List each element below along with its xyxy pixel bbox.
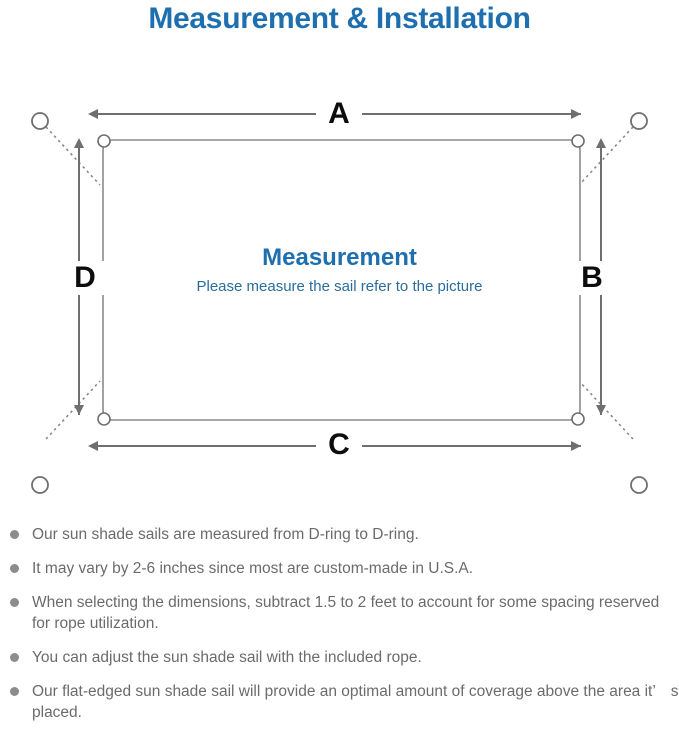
note-text: When selecting the dimensions, subtract … [32,594,660,632]
note-text: Our flat-edged sun shade sail will provi… [32,683,679,721]
note-text: Our sun shade sails are measured from D-… [32,526,419,543]
measurement-diagram [0,45,679,515]
bullet-icon [10,530,19,539]
anchor-top-left [31,112,49,130]
page-title: Measurement & Installation [148,2,531,35]
bullet-icon [10,653,19,662]
d-ring-bottom-right [571,412,585,426]
rope-lines [45,126,634,440]
bullet-icon [10,564,19,573]
list-item: It may vary by 2-6 inches since most are… [0,558,679,579]
list-item: When selecting the dimensions, subtract … [0,592,679,634]
dimension-label-d: D [66,261,104,295]
d-ring-bottom-left [97,412,111,426]
d-ring-top-left [97,134,111,148]
sail-center-subtitle: Please measure the sail refer to the pic… [196,278,483,295]
bullet-icon [10,687,19,696]
anchor-bottom-left [31,476,49,494]
notes-list: Our sun shade sails are measured from D-… [0,524,679,736]
anchor-top-right [630,112,648,130]
list-item: Our sun shade sails are measured from D-… [0,524,679,545]
bullet-icon [10,598,19,607]
note-text: You can adjust the sun shade sail with t… [32,649,422,666]
dimension-label-b: B [573,261,611,295]
note-text: It may vary by 2-6 inches since most are… [32,560,474,577]
list-item: Our flat-edged sun shade sail will provi… [0,681,679,723]
dimension-label-a: A [316,97,362,131]
d-ring-top-right [571,134,585,148]
list-item: You can adjust the sun shade sail with t… [0,647,679,668]
dimension-label-c: C [316,428,362,462]
sail-center-title: Measurement [262,244,417,271]
anchor-bottom-right [630,476,648,494]
